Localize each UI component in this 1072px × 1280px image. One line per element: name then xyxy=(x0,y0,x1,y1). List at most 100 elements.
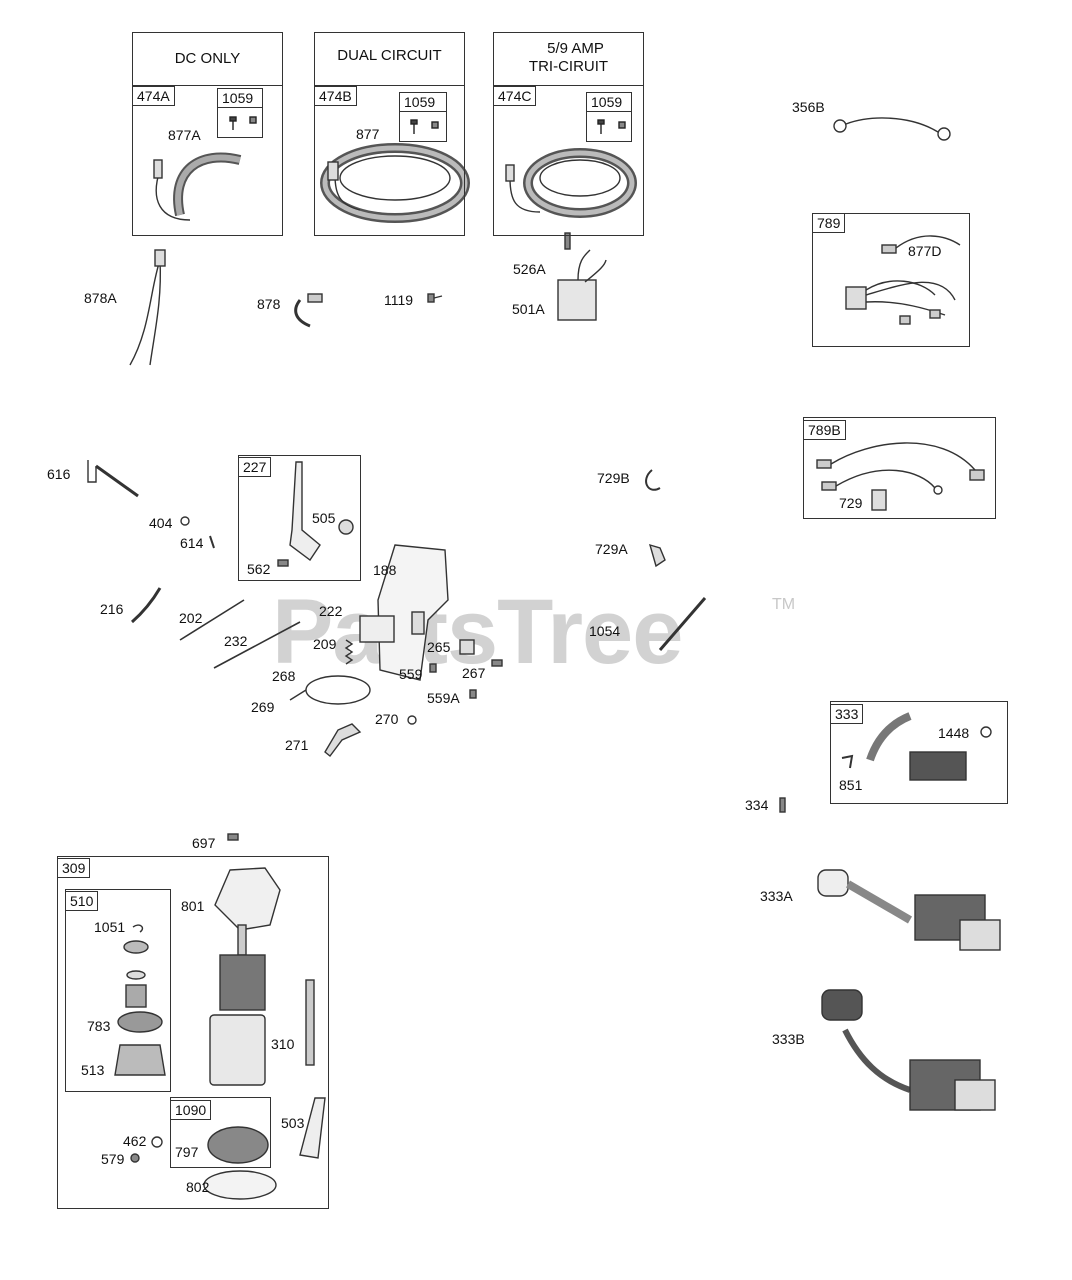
control-bracket-icon xyxy=(359,544,449,681)
part-333a-label: 333A xyxy=(760,888,793,904)
screw-nut-icon xyxy=(229,116,626,134)
header-tri-line2: TRI-CIRUIT xyxy=(528,58,609,75)
spring-icon xyxy=(344,639,354,665)
screw-559a-icon xyxy=(469,689,477,699)
clamp-icon xyxy=(459,639,475,655)
group-474b-tag: 474B xyxy=(314,86,357,106)
part-271-label: 271 xyxy=(285,737,309,753)
part-562-label: 562 xyxy=(247,561,271,577)
group-333-frame xyxy=(830,701,1008,804)
part-501a-label: 501A xyxy=(512,301,545,317)
ignition-coil-a-icon xyxy=(817,869,1001,951)
part-334-label: 334 xyxy=(745,797,769,813)
part-513-label: 513 xyxy=(81,1062,105,1078)
part-404-label: 404 xyxy=(149,515,173,531)
link-icon xyxy=(131,587,162,624)
group-789-tag: 789 xyxy=(812,213,846,233)
spring-link-icon xyxy=(213,621,301,669)
nut-icon xyxy=(407,715,417,725)
part-697-label: 697 xyxy=(192,835,216,851)
part-505-label: 505 xyxy=(312,510,336,526)
pin-icon xyxy=(209,535,215,549)
part-783-label: 783 xyxy=(87,1018,111,1034)
part-559-label: 559 xyxy=(399,666,423,682)
part-202-label: 202 xyxy=(179,610,203,626)
part-209-label: 209 xyxy=(313,636,337,652)
group-474c-header-frame xyxy=(493,32,644,86)
part-1448-label: 1448 xyxy=(938,725,970,741)
cable-tie-icon xyxy=(658,597,707,651)
part-729-label: 729 xyxy=(839,495,863,511)
part-232-label: 232 xyxy=(224,633,248,649)
part-802-label: 802 xyxy=(186,1179,210,1195)
group-309-frame xyxy=(57,856,329,1209)
stator-ring-tri-icon xyxy=(505,148,637,218)
ignition-coil-b-icon xyxy=(821,989,996,1111)
part-1119-label: 1119 xyxy=(384,292,414,308)
header-dual-circuit: DUAL CIRCUIT xyxy=(337,47,442,64)
part-526a-label: 526A xyxy=(513,261,546,277)
control-rod-icon xyxy=(87,460,139,498)
group-1090-tag: 1090 xyxy=(170,1100,212,1120)
group-1059-c-tag: 1059 xyxy=(586,92,632,112)
part-188-label: 188 xyxy=(373,562,397,578)
part-877-label: 877 xyxy=(356,126,380,142)
watermark-tm: TM xyxy=(772,596,796,613)
washer-462-icon xyxy=(151,1136,163,1148)
part-333b-label: 333B xyxy=(772,1031,805,1047)
group-227-tag: 227 xyxy=(238,457,272,477)
part-797-label: 797 xyxy=(175,1144,199,1160)
group-474c-tag: 474C xyxy=(493,86,537,106)
wire-harness-icon xyxy=(845,235,961,325)
part-877a-label: 877A xyxy=(168,127,201,143)
part-729a-label: 729A xyxy=(595,541,628,557)
stator-ring-icon xyxy=(320,143,470,223)
drive-assembly-icon xyxy=(114,924,166,1076)
part-878a-label: 878A xyxy=(84,290,117,306)
part-877d-label: 877D xyxy=(908,243,942,259)
nut-579-icon xyxy=(130,1153,140,1163)
part-462-label: 462 xyxy=(123,1133,147,1149)
screw-559-icon xyxy=(429,663,437,673)
screw-334-icon xyxy=(779,797,786,813)
part-503-label: 503 xyxy=(281,1115,305,1131)
part-267-label: 267 xyxy=(462,665,486,681)
wire-harness-b-icon xyxy=(816,442,985,511)
throttle-lever-icon xyxy=(324,723,362,757)
part-614-label: 614 xyxy=(180,535,204,551)
group-309-tag: 309 xyxy=(57,858,91,878)
ground-wire-icon xyxy=(833,117,951,141)
lead-wire-icon xyxy=(129,249,166,366)
screw-697-icon xyxy=(227,833,239,841)
group-789b-tag: 789B xyxy=(803,420,846,440)
part-579-label: 579 xyxy=(101,1151,125,1167)
group-474a-tag: 474A xyxy=(132,86,175,106)
part-801-label: 801 xyxy=(181,898,205,914)
screw-icon xyxy=(427,293,443,303)
starter-motor-icon xyxy=(203,867,326,1200)
clip-icon xyxy=(294,299,311,328)
part-268-label: 268 xyxy=(272,668,296,684)
part-222-label: 222 xyxy=(319,603,343,619)
group-474a-header-frame xyxy=(132,32,283,86)
ignition-coil-icon xyxy=(841,712,992,781)
clamp-729b-icon xyxy=(645,469,661,491)
part-270-label: 270 xyxy=(375,711,399,727)
part-1054-label: 1054 xyxy=(589,623,621,639)
group-510-tag: 510 xyxy=(65,891,99,911)
governor-link-icon xyxy=(179,599,245,641)
part-310-label: 310 xyxy=(271,1036,295,1052)
header-dc-only: DC ONLY xyxy=(174,50,241,67)
part-851-label: 851 xyxy=(839,777,863,793)
cable-icon xyxy=(289,675,371,705)
part-559a-label: 559A xyxy=(427,690,460,706)
terminal-icon xyxy=(307,293,323,303)
part-216-label: 216 xyxy=(100,601,124,617)
clamp-729a-icon xyxy=(648,543,666,568)
part-616-label: 616 xyxy=(47,466,71,482)
group-227-frame xyxy=(238,455,361,581)
part-356b-label: 356B xyxy=(792,99,825,115)
part-1051-label: 1051 xyxy=(94,919,126,935)
